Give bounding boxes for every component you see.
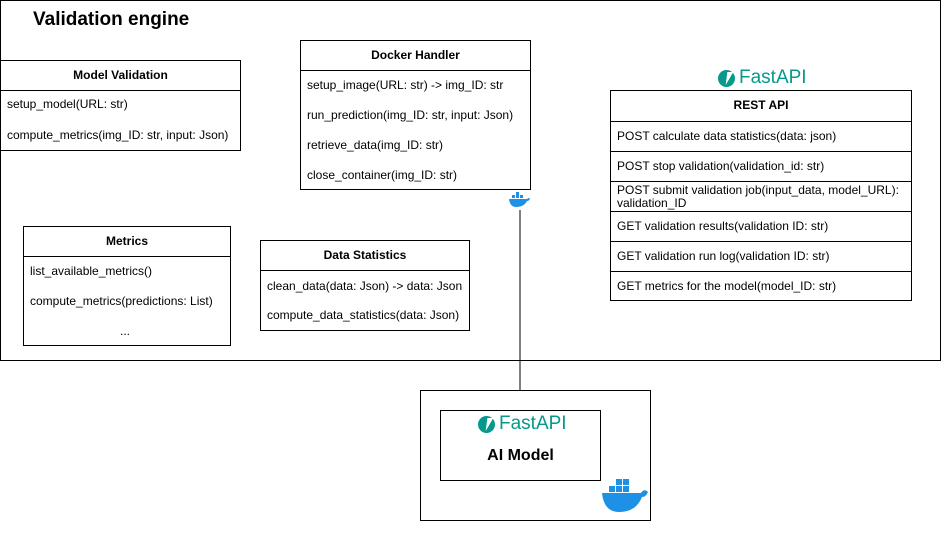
rest-api-endpoint-label: POST submit validation job(input_data, m… (617, 183, 899, 197)
validation-engine-title: Validation engine (33, 9, 190, 30)
docker-handler-method: setup_image(URL: str) -> img_ID: str (307, 78, 504, 92)
rest-api-endpoint: POST calculate data statistics(data: jso… (611, 121, 911, 151)
docker-whale-icon (509, 192, 530, 207)
fastapi-brand-label: FastAPI (739, 67, 807, 88)
metrics-title: Metrics (24, 227, 230, 257)
docker-handler-method: retrieve_data(img_ID: str) (307, 138, 444, 152)
docker-handler-method: run_prediction(img_ID: str, input: Json) (307, 108, 514, 122)
data-statistics-method: compute_data_statistics(data: Json) (267, 308, 460, 322)
metrics-method: compute_metrics(predictions: List) (30, 294, 213, 308)
rest-api-endpoint: POST stop validation(validation_id: str) (611, 151, 911, 181)
rest-api-endpoint: GET validation run log(validation ID: st… (611, 241, 911, 271)
rest-api-endpoint: GET metrics for the model(model_ID: str) (611, 271, 911, 301)
rest-api-endpoint-label: GET metrics for the model(model_ID: str) (617, 279, 837, 293)
ai-model-brand-label: FastAPI (499, 413, 567, 434)
metrics-ellipsis: ... (120, 324, 131, 338)
fastapi-brand: FastAPI (718, 67, 807, 89)
ai-model-fastapi-brand: FastAPI (478, 413, 567, 435)
connection-arrow (515, 210, 525, 409)
docker-handler-title: Docker Handler (301, 41, 530, 71)
docker-handler-class: Docker Handler setup_image(URL: str) -> … (300, 40, 531, 190)
fastapi-logo-icon (718, 69, 735, 87)
ai-model-title: AI Model (487, 447, 554, 464)
rest-api-endpoint: GET validation results(validation ID: st… (611, 211, 911, 241)
ai-model-box: FastAPI AI Model (440, 410, 601, 481)
docker-whale-icon (602, 479, 648, 512)
metrics-method: list_available_metrics() (30, 264, 153, 278)
model-validation-title: Model Validation (1, 61, 240, 91)
rest-api-title: REST API (733, 98, 789, 112)
rest-api-endpoint-label: POST stop validation(validation_id: str) (617, 159, 825, 173)
rest-api-endpoint-label: GET validation run log(validation ID: st… (617, 249, 830, 263)
model-validation-method: setup_model(URL: str) (7, 97, 128, 111)
data-statistics-method: clean_data(data: Json) -> data: Json (267, 279, 463, 293)
rest-api-class: REST API POST calculate data statistics(… (610, 90, 912, 301)
model-validation-class: Model Validation setup_model(URL: str) c… (0, 60, 241, 151)
rest-api-endpoint-label-cont: validation_ID (617, 196, 687, 210)
metrics-class: Metrics list_available_metrics() compute… (23, 226, 231, 346)
docker-handler-method: close_container(img_ID: str) (307, 168, 458, 182)
rest-api-endpoint-label: GET validation results(validation ID: st… (617, 219, 829, 233)
rest-api-endpoint: POST submit validation job(input_data, m… (611, 181, 911, 211)
fastapi-logo-icon (478, 415, 495, 433)
data-statistics-title: Data Statistics (261, 241, 469, 271)
model-validation-method: compute_metrics(img_ID: str, input: Json… (7, 128, 229, 142)
data-statistics-class: Data Statistics clean_data(data: Json) -… (260, 240, 470, 331)
rest-api-endpoint-label: POST calculate data statistics(data: jso… (617, 129, 837, 143)
